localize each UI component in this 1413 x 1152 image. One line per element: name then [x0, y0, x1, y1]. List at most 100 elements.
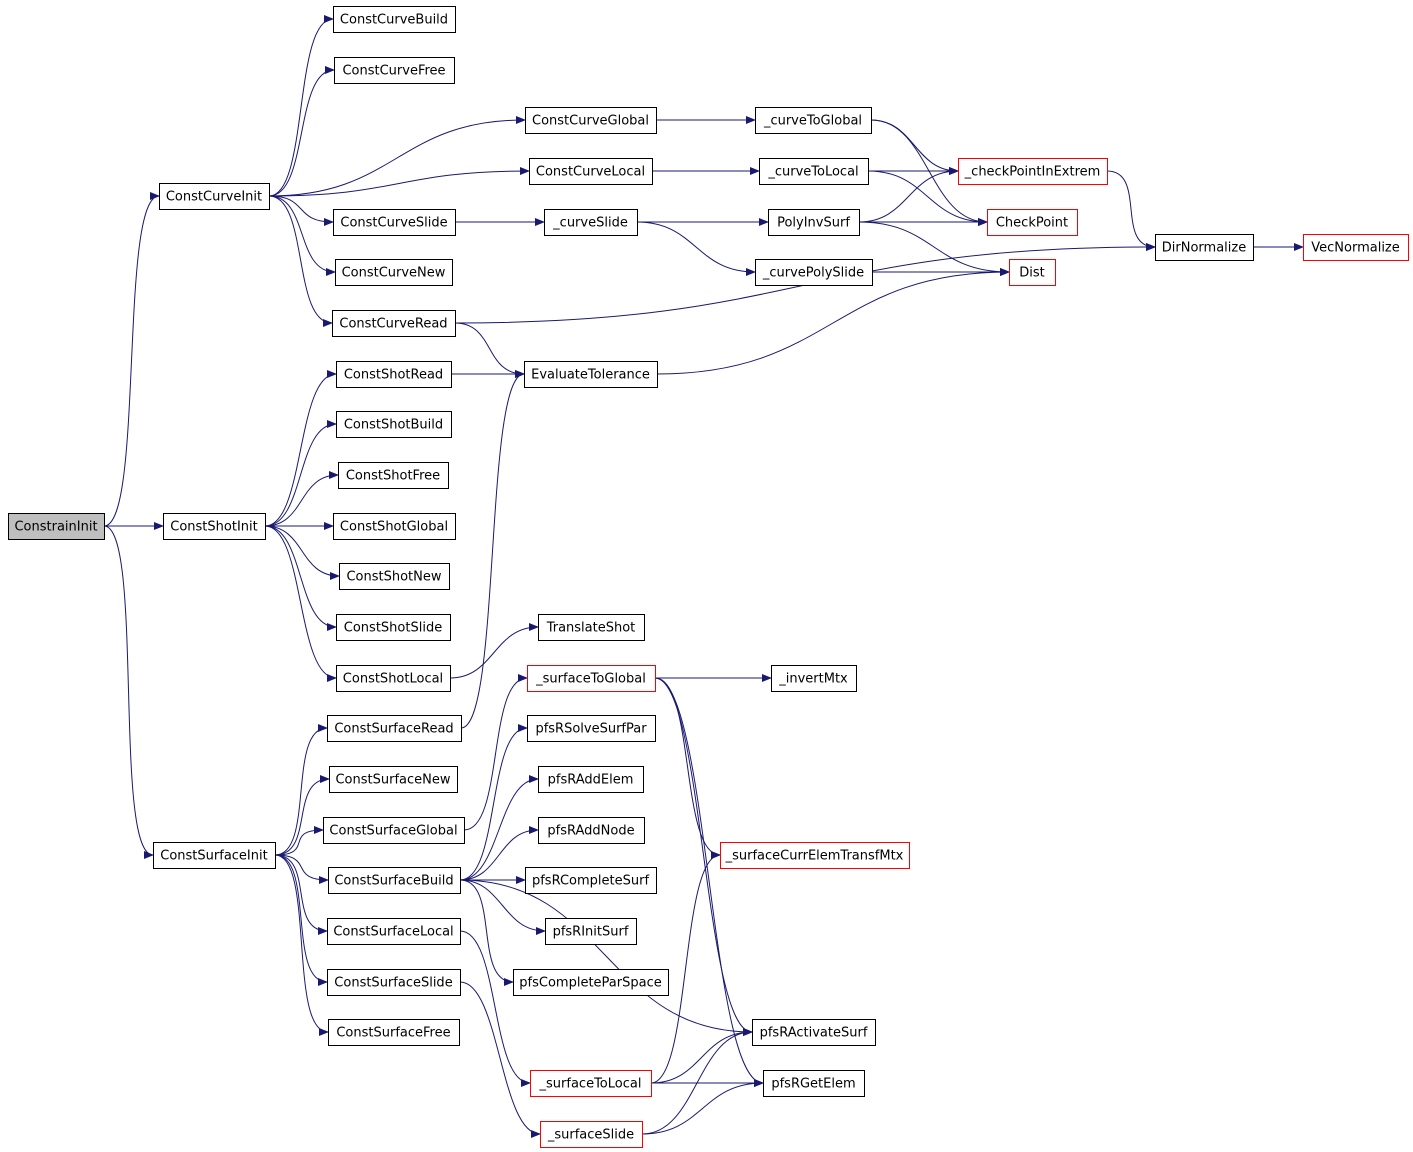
node-curve-slide[interactable]: _curveSlide — [544, 209, 638, 236]
node-box — [527, 665, 656, 692]
node-box — [163, 513, 266, 540]
node-const-surface-local[interactable]: ConstSurfaceLocal — [327, 918, 461, 945]
node-const-surface-new[interactable]: ConstSurfaceNew — [329, 766, 458, 793]
node-box — [339, 563, 450, 590]
node-curve-to-global[interactable]: _curveToGlobal — [755, 107, 872, 134]
edge-const-surface-local-to-surface-to-local — [459, 930, 531, 1087]
node-const-curve-local[interactable]: ConstCurveLocal — [529, 158, 653, 185]
node-surface-slide[interactable]: _surfaceSlide — [540, 1121, 643, 1148]
node-pfs-complete-par-space[interactable]: pfsCompleteParSpace — [513, 969, 669, 996]
node-const-shot-init[interactable]: ConstShotInit — [163, 513, 266, 540]
node-surface-to-local[interactable]: _surfaceToLocal — [530, 1070, 652, 1097]
node-pfs-radd-elem[interactable]: pfsRAddElem — [538, 766, 644, 793]
node-label: ConstSurfaceGlobal — [329, 824, 457, 839]
node-vec-normalize[interactable]: VecNormalize — [1303, 234, 1409, 261]
node-const-shot-new[interactable]: ConstShotNew — [339, 563, 450, 590]
node-dist[interactable]: Dist — [1009, 259, 1056, 286]
node-const-surface-init[interactable]: ConstSurfaceInit — [153, 842, 276, 869]
node-translate-shot[interactable]: TranslateShot — [538, 614, 645, 641]
node-box — [752, 1019, 876, 1046]
node-const-surface-build[interactable]: ConstSurfaceBuild — [328, 867, 461, 894]
node-box — [1303, 234, 1409, 261]
edge-surface-to-global-to-pfs-ractivate-surf — [654, 677, 753, 1036]
edge-const-surface-init-to-const-surface-slide — [274, 854, 328, 986]
node-poly-inv-surf[interactable]: PolyInvSurf — [768, 209, 860, 236]
node-pfs-ractivate-surf[interactable]: pfsRActivateSurf — [752, 1019, 876, 1046]
node-curve-poly-slide[interactable]: _curvePolySlide — [755, 259, 873, 286]
node-label: ConstShotSlide — [344, 621, 442, 636]
node-const-shot-slide[interactable]: ConstShotSlide — [336, 614, 451, 641]
edge-constrain-init-to-const-curve-init — [103, 192, 160, 527]
edge-const-surface-build-to-pfs-radd-node — [459, 826, 539, 881]
edge-constrain-init-to-const-surface-init — [103, 525, 154, 859]
node-pfs-rget-elem[interactable]: pfsRGetElem — [763, 1070, 865, 1097]
node-dir-normalize[interactable]: DirNormalize — [1155, 234, 1254, 261]
node-box — [530, 1070, 652, 1097]
node-box — [755, 107, 872, 134]
node-invert-mtx[interactable]: _invertMtx — [771, 665, 857, 692]
node-curve-to-local[interactable]: _curveToLocal — [759, 158, 869, 185]
node-const-curve-global[interactable]: ConstCurveGlobal — [525, 107, 657, 134]
node-check-point-in-extrem[interactable]: _checkPointInExtrem — [958, 158, 1108, 185]
node-label: ConstCurveSlide — [340, 216, 447, 231]
node-label: ConstCurveLocal — [536, 165, 645, 180]
edge-const-curve-read-to-evaluate-tolerance — [454, 322, 525, 378]
edge-const-surface-init-to-const-surface-free — [274, 854, 329, 1036]
edge-curve-slide-to-curve-poly-slide — [636, 221, 756, 276]
node-box — [771, 665, 857, 692]
edge-const-shot-init-to-const-shot-local — [264, 525, 337, 682]
node-pfs-radd-node[interactable]: pfsRAddNode — [538, 817, 645, 844]
node-box — [538, 766, 644, 793]
edge-const-surface-init-to-const-surface-read — [274, 724, 328, 856]
node-evaluate-tolerance[interactable]: EvaluateTolerance — [524, 361, 658, 388]
node-constrain-init[interactable]: ConstrainInit — [8, 513, 105, 540]
node-box — [755, 259, 873, 286]
node-box — [720, 842, 910, 869]
node-const-shot-local[interactable]: ConstShotLocal — [336, 665, 451, 692]
node-const-shot-free[interactable]: ConstShotFree — [338, 462, 449, 489]
edge-const-curve-init-to-const-curve-local — [268, 167, 530, 197]
node-label: _surfaceToLocal — [539, 1077, 642, 1092]
node-const-curve-free[interactable]: ConstCurveFree — [334, 57, 455, 84]
node-const-curve-slide[interactable]: ConstCurveSlide — [333, 209, 456, 236]
node-box — [327, 969, 461, 996]
node-const-shot-global[interactable]: ConstShotGlobal — [333, 513, 456, 540]
node-const-curve-build[interactable]: ConstCurveBuild — [333, 6, 456, 33]
node-label: ConstSurfaceNew — [335, 773, 450, 788]
node-label: CheckPoint — [996, 216, 1068, 231]
node-box — [763, 1070, 865, 1097]
node-box — [513, 969, 669, 996]
node-const-curve-init[interactable]: ConstCurveInit — [159, 183, 270, 210]
node-box — [538, 817, 645, 844]
node-const-surface-global[interactable]: ConstSurfaceGlobal — [323, 817, 465, 844]
node-label: EvaluateTolerance — [531, 368, 650, 383]
node-const-surface-slide[interactable]: ConstSurfaceSlide — [327, 969, 461, 996]
node-const-shot-read[interactable]: ConstShotRead — [336, 361, 452, 388]
edge-surface-to-local-to-surface-curr-elem-transf-mtx — [650, 851, 721, 1084]
node-pfs-rcomplete-surf[interactable]: pfsRCompleteSurf — [525, 867, 657, 894]
node-surface-to-global[interactable]: _surfaceToGlobal — [527, 665, 656, 692]
node-const-surface-free[interactable]: ConstSurfaceFree — [328, 1019, 460, 1046]
node-box — [338, 462, 449, 489]
node-const-curve-read[interactable]: ConstCurveRead — [332, 310, 456, 337]
edge-const-surface-build-to-pfs-ractivate-surf — [459, 879, 753, 1036]
node-check-point[interactable]: CheckPoint — [987, 209, 1078, 236]
edge-surface-to-global-to-pfs-rget-elem — [654, 677, 764, 1087]
node-box — [987, 209, 1078, 236]
node-label: pfsRGetElem — [771, 1077, 855, 1092]
node-pfs-rsolve-surf-par[interactable]: pfsRSolveSurfPar — [527, 715, 656, 742]
edge-const-surface-init-to-const-surface-global — [274, 826, 324, 856]
node-const-shot-build[interactable]: ConstShotBuild — [336, 411, 452, 438]
edge-const-surface-slide-to-surface-slide — [459, 981, 541, 1138]
node-box — [1155, 234, 1254, 261]
node-const-surface-read[interactable]: ConstSurfaceRead — [327, 715, 462, 742]
node-label: ConstCurveGlobal — [532, 114, 649, 129]
node-label: ConstCurveNew — [342, 266, 446, 281]
node-surface-curr-elem-transf-mtx[interactable]: _surfaceCurrElemTransfMtx — [720, 842, 910, 869]
node-pfs-rinit-surf[interactable]: pfsRInitSurf — [545, 918, 637, 945]
node-const-curve-new[interactable]: ConstCurveNew — [335, 259, 453, 286]
edge-const-curve-init-to-const-curve-global — [268, 116, 526, 197]
node-label: VecNormalize — [1311, 241, 1400, 256]
node-label: pfsRAddNode — [547, 824, 634, 839]
